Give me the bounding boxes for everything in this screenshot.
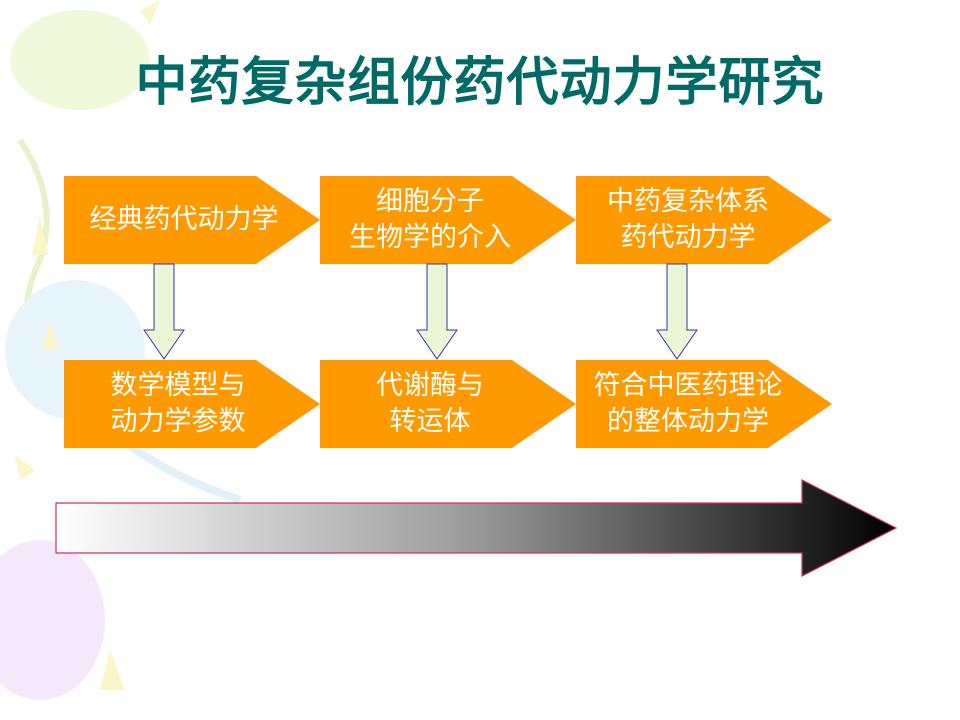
down-arrow-icon <box>656 263 698 360</box>
page-title: 中药复杂组份药代动力学研究 <box>135 53 825 113</box>
process-box-top-3 <box>576 176 832 264</box>
green-balloon <box>10 10 150 110</box>
down-arrow-icon <box>416 263 458 360</box>
process-label-top-1: 经典药代动力学 <box>89 204 279 235</box>
process-box-bottom-2 <box>320 360 576 448</box>
process-label-bottom-2: 代谢酶与 转运体 <box>376 370 484 437</box>
process-label-bottom-3: 符合中医药理论 的整体动力学 <box>593 370 783 437</box>
process-box-bottom-1 <box>64 360 320 448</box>
process-box-top-1 <box>64 176 320 264</box>
process-label-top-3: 中药复杂体系 药代动力学 <box>607 186 769 253</box>
process-label-top-2: 细胞分子 生物学的介入 <box>349 186 511 253</box>
timeline-gradient-arrow <box>55 479 898 577</box>
down-arrow-icon <box>143 263 185 360</box>
process-label-bottom-1: 数学模型与 动力学参数 <box>110 370 246 437</box>
purple-balloon <box>0 540 105 700</box>
process-box-top-2 <box>320 176 576 264</box>
process-box-bottom-3 <box>576 360 832 448</box>
